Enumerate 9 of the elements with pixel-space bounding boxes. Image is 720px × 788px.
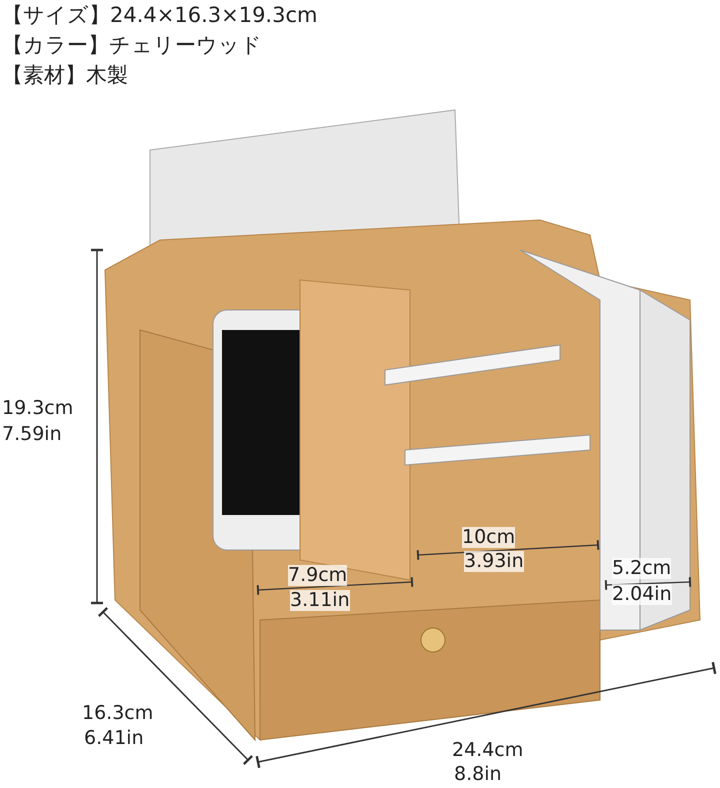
dimension-label: 2.04in bbox=[612, 584, 672, 605]
spec-line: 【素材】木製 bbox=[2, 64, 128, 88]
spec-line: 【カラー】チェリーウッド bbox=[2, 34, 262, 58]
dimension-label: 3.11in bbox=[290, 590, 350, 611]
dimension-label: 10cm bbox=[462, 527, 516, 548]
dimension-label: 3.93in bbox=[464, 551, 524, 572]
dimension-label: 5.2cm bbox=[612, 558, 672, 579]
dimension-label: 7.9cm bbox=[288, 565, 348, 586]
spec-line: 【サイズ】24.4×16.3×19.3cm bbox=[2, 4, 318, 28]
